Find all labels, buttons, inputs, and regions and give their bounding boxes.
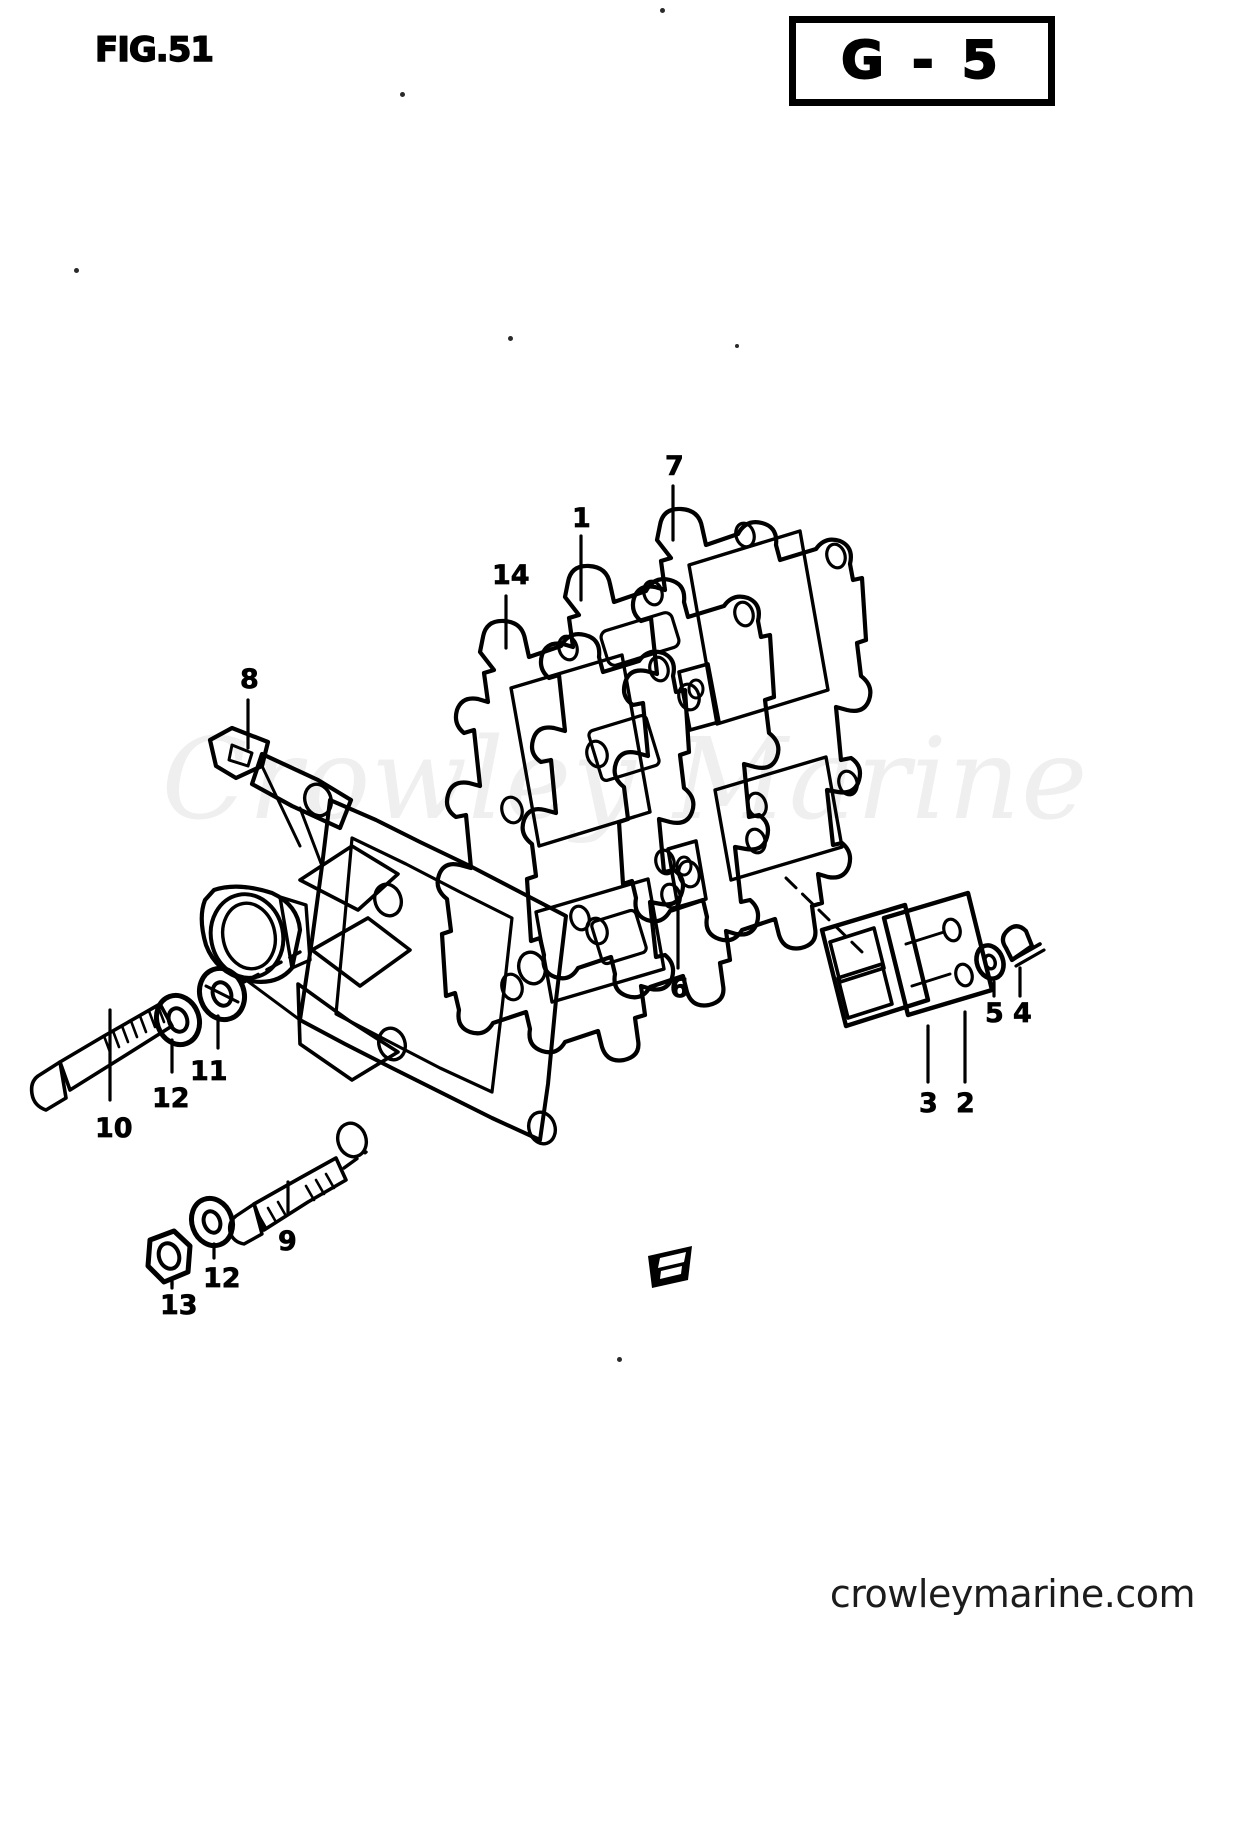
callout-7: 7 [665, 451, 684, 482]
callout-2: 2 [956, 1088, 975, 1119]
part-6-plate [666, 839, 708, 909]
page-code-box: G - 5 [789, 16, 1055, 106]
part-4-screw [1000, 924, 1046, 968]
part-13-nut [145, 1228, 193, 1285]
callout-4: 4 [1013, 998, 1032, 1029]
callout-5: 5 [985, 998, 1004, 1029]
part-12-washer-lower [188, 1195, 236, 1249]
callout-12-lower: 12 [203, 1263, 241, 1294]
scan-speck [660, 8, 665, 13]
scan-speck [74, 268, 79, 273]
callout-9: 9 [278, 1226, 297, 1257]
part-2-reed-stopper [881, 890, 995, 1018]
callout-6: 6 [670, 973, 689, 1004]
callout-14: 14 [492, 560, 530, 591]
scan-speck [508, 336, 513, 341]
part-10-bolt [29, 1002, 174, 1112]
scan-speck [735, 344, 739, 348]
callout-11: 11 [190, 1056, 228, 1087]
part-6-plate-upper [677, 662, 721, 732]
part-7-gasket-outer [612, 506, 873, 951]
part-12-washer-upper [153, 992, 203, 1048]
scan-speck [400, 92, 405, 97]
part-14-gasket-front [435, 618, 696, 1063]
page-code-label: G - 5 [840, 30, 1003, 92]
part-8-inlet-case-bracket [199, 725, 568, 1159]
scan-speck [617, 1357, 622, 1362]
footer-url: crowleymarine.com [829, 1572, 1196, 1616]
part-11-spring-washer [196, 965, 248, 1023]
callout-13: 13 [160, 1290, 198, 1321]
callout-8: 8 [240, 664, 259, 695]
callout-12-upper: 12 [152, 1083, 190, 1114]
figure-label: FIG.51 [94, 29, 214, 70]
part-1-inlet-case-plate [520, 563, 781, 1008]
callout-10: 10 [95, 1113, 133, 1144]
part-3-reed-valve [819, 902, 931, 1029]
part-5-washer [974, 943, 1006, 981]
callout-1: 1 [572, 503, 591, 534]
callout-3: 3 [919, 1088, 938, 1119]
